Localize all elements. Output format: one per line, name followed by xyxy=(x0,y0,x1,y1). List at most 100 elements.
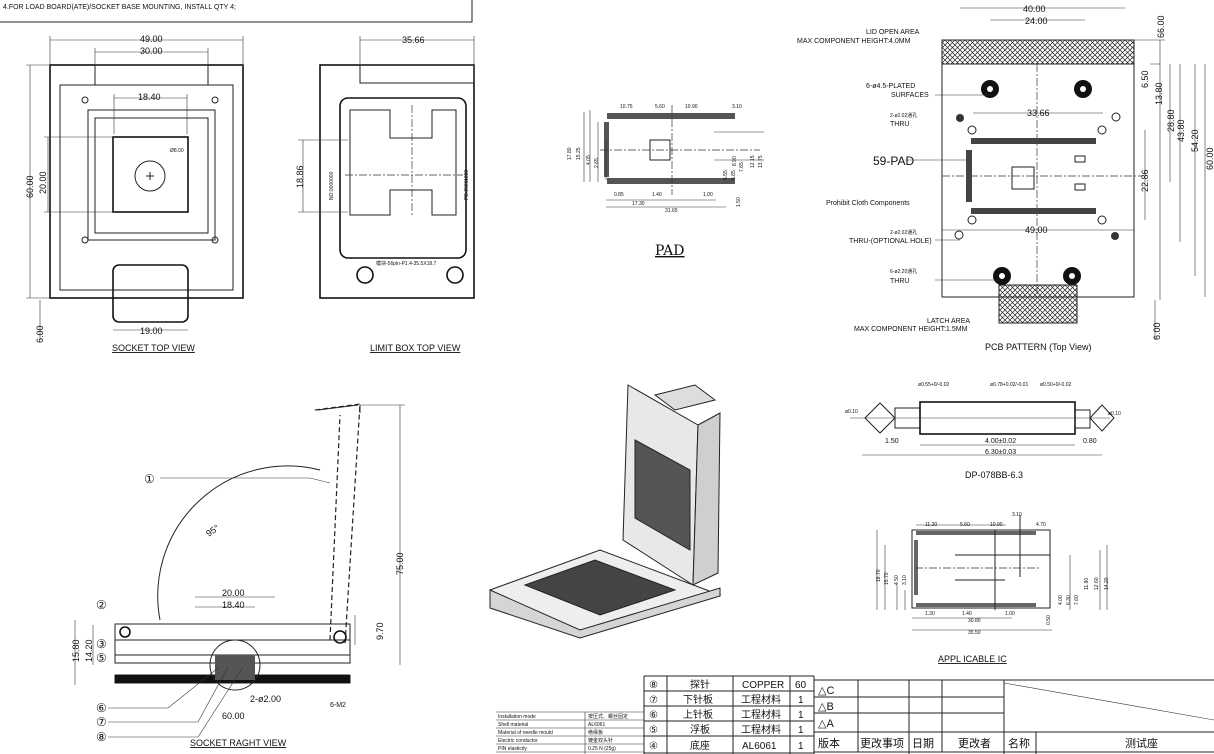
pad-dim: 5.85 xyxy=(731,170,737,180)
ic-dim: 3.10 xyxy=(1012,512,1022,518)
angle-dim: 95° xyxy=(204,522,221,538)
balloon-6: ⑥ xyxy=(96,701,107,715)
bom-qty: 1 xyxy=(798,725,804,736)
dim-width: 49.00 xyxy=(140,34,163,44)
pcb-pattern-view: 40.00 24.00 66.00 6.50 13.80 28.80 43.80… xyxy=(797,4,1214,352)
pin-dim: 4.00±0.02 xyxy=(985,438,1016,445)
ic-dim: 18.70 xyxy=(876,569,882,582)
lid-area-label: LID OPEN AREA xyxy=(866,29,920,36)
balloon-5: ⑤ xyxy=(96,651,107,665)
spec-value: AL6061 xyxy=(588,722,605,728)
thru-label: THRU xyxy=(890,278,909,285)
applicable-ic-drawing: 3.10 11.20 5.60 10.90 4.70 18.70 15.70 4… xyxy=(876,512,1110,664)
ic-dim: 3.10 xyxy=(902,575,908,585)
ic-dim: 4.00 xyxy=(1058,595,1064,605)
bom-material: AL6061 xyxy=(742,741,777,752)
pad-dim: 10.75 xyxy=(620,104,633,110)
pcb-dim: 13.80 xyxy=(1154,82,1164,105)
pad-dim: 13.75 xyxy=(758,155,764,168)
spec-table: Installation mode 按压式、螺丝固定 Shell materia… xyxy=(496,711,644,754)
bom-name: 底座 xyxy=(690,739,710,752)
pin-dim: 1.50 xyxy=(885,438,899,445)
bom-no: ⑧ xyxy=(649,680,658,691)
pad-dim: 5.55 xyxy=(723,170,729,180)
bom-material: 工程材料 xyxy=(741,723,781,736)
serial-number: NO:0000000 xyxy=(329,171,335,200)
bom-name: 浮板 xyxy=(690,723,710,736)
bom-qty: 60 xyxy=(795,680,807,691)
bom-name: 探针 xyxy=(690,678,710,691)
spec-label: Material of needle mould xyxy=(498,730,553,736)
pad-dim: 3.10 xyxy=(732,104,742,110)
ic-dim: 5.60 xyxy=(960,522,970,528)
ic-dim: 15.70 xyxy=(884,572,890,585)
part-name: 测试座 xyxy=(1125,736,1158,750)
pad-dim: 8.90 xyxy=(732,156,738,166)
spec-label: Shell material xyxy=(498,722,528,728)
bom-table: ⑧ 探针 COPPER 60 ⑦ 下针板 工程材料 1 ⑥ 上针板 工程材料 1… xyxy=(643,675,815,754)
pcb-pattern-title: PCB PATTERN (Top View) xyxy=(985,342,1092,352)
title-block: △C △B △A 版本 更改事项 日期 更改者 名称 测试座 xyxy=(814,679,1214,754)
pad-dim: 31.65 xyxy=(665,208,678,214)
pcb-dim: 6.50 xyxy=(1140,70,1150,88)
ic-title: APPL ICABLE IC xyxy=(938,654,1007,664)
thru-label: THRU xyxy=(890,121,909,128)
balloon-8: ⑧ xyxy=(96,730,107,744)
rv-dim: 18.40 xyxy=(222,600,245,610)
dim-latch-h: 6.00 xyxy=(35,325,45,343)
pin-dim: ø0.50+0/-0.02 xyxy=(1040,382,1071,388)
pin-dim: ø0.55+0/-0.02 xyxy=(918,382,949,388)
pad-dim: 7.65 xyxy=(739,162,745,172)
socket-top-view-title: SOCKET TOP VIEW xyxy=(112,343,195,353)
dim-limit-width: 35.66 xyxy=(402,35,425,45)
limit-box-view-title: LIMIT BOX TOP VIEW xyxy=(370,343,461,353)
socket-right-view-title: SOCKET RAGHT VIEW xyxy=(190,738,287,748)
dim-latch: 19.00 xyxy=(140,326,163,336)
pcb-dim: 60.00 xyxy=(1205,147,1214,170)
spec-value: 按压式、螺丝固定 xyxy=(588,713,628,720)
production-date: PD:20211228 xyxy=(464,170,470,200)
pad-dim: 1.00 xyxy=(703,192,713,198)
dim-limit-height: 18.86 xyxy=(295,165,305,188)
bom-material: 工程材料 xyxy=(741,693,781,706)
prohibit-label: Prohibit Cloth Components xyxy=(826,200,910,207)
dim-height: 60.00 xyxy=(25,175,35,198)
spec-label: PIN elasticity xyxy=(498,746,527,752)
rv-dim: 2-ø2.00 xyxy=(250,694,281,704)
date-header: 日期 xyxy=(912,737,934,750)
pcb-dim: 28.80 xyxy=(1166,109,1176,132)
spec-label: Electric conductor xyxy=(498,738,538,744)
socket-top-view: 49.00 30.00 18.40 Ø8.00 60.00 20.00 19.0… xyxy=(25,34,244,353)
dim-window: 18.40 xyxy=(138,92,161,102)
pcb-dim: 54.20 xyxy=(1190,129,1200,152)
pad-dim: 5.60 xyxy=(655,104,665,110)
ic-dim: 7.60 xyxy=(1074,595,1080,605)
ic-dim: 4.70 xyxy=(1036,522,1046,528)
pin-title: DP-078BB-6.3 xyxy=(965,470,1023,480)
pcb-dim: 6.00 xyxy=(1152,322,1162,340)
thru-optional-label: THRU-(OPTIONAL HOLE) xyxy=(849,238,932,245)
ic-dim: 1.00 xyxy=(1005,611,1015,617)
limit-box-view: 35.66 18.86 NO:0000000 PD:20211228 模块-56… xyxy=(295,35,475,353)
latch-area-label: LATCH AREA xyxy=(927,318,970,325)
socket-3d-render xyxy=(488,384,722,639)
balloon-1: ① xyxy=(144,472,155,486)
name-header: 名称 xyxy=(1008,736,1030,750)
ic-dim: 4.50 xyxy=(894,575,900,585)
dim-lid: 30.00 xyxy=(140,46,163,56)
ic-dim: 0.50 xyxy=(1046,615,1052,625)
rv-dim: 75.00 xyxy=(395,552,405,575)
pin-dim: ø0.10 xyxy=(1108,411,1121,417)
mounting-note: 4.FOR LOAD BOARD(ATE)/SOCKET BASE MOUNTI… xyxy=(3,4,236,11)
bom-qty: 1 xyxy=(798,710,804,721)
pad-dim: 4.05 xyxy=(586,155,592,165)
bom-no: ④ xyxy=(649,741,658,752)
spec-value: 0.25 N (25g) xyxy=(588,746,616,752)
bom-qty: 1 xyxy=(798,741,804,752)
ic-dim: 30.80 xyxy=(968,618,981,624)
balloon-2: ② xyxy=(96,598,107,612)
spec-value: 绝缘板 xyxy=(588,729,603,736)
balloon-7: ⑦ xyxy=(96,715,107,729)
rv-dim: 9.70 xyxy=(375,622,385,640)
